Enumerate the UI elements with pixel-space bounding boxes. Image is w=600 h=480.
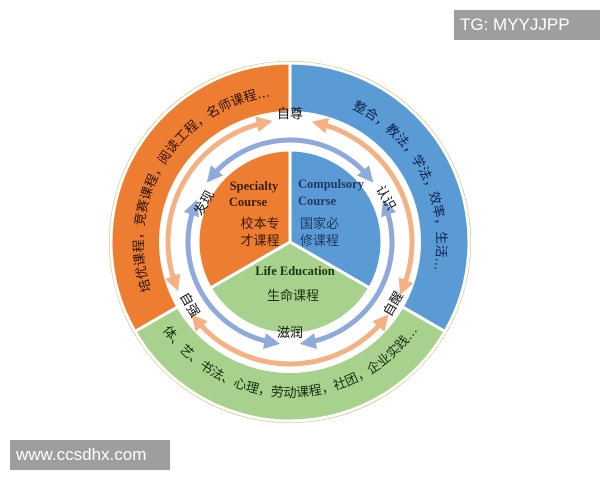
compulsory-cn-2: 修课程	[300, 234, 339, 249]
watermark-url: www.ccsdhx.com	[10, 440, 170, 470]
orange-double-arrow-left	[165, 116, 273, 292]
specialty-title-2: Course	[229, 195, 268, 209]
specialty-cn-2: 才课程	[240, 234, 279, 249]
life-education-cn: 生命课程	[267, 288, 319, 304]
watermark-tg: TG: MYYJJPP	[454, 10, 600, 40]
compulsory-title-1: Compulsory	[298, 177, 365, 191]
label-self-respect: 自尊	[277, 106, 303, 122]
life-education-title: Life Education	[255, 264, 335, 278]
specialty-cn-1: 校本专	[240, 216, 279, 232]
blue-double-arrow-right	[299, 199, 397, 349]
compulsory-title-2: Course	[298, 194, 337, 208]
blue-double-arrow-left	[183, 199, 281, 349]
compulsory-cn-1: 国家必	[300, 216, 339, 232]
orange-double-arrow-right	[311, 117, 415, 296]
label-nourish: 滋润	[277, 326, 303, 341]
specialty-title-1: Specialty	[230, 179, 279, 193]
blue-double-arrow-top	[206, 137, 374, 183]
